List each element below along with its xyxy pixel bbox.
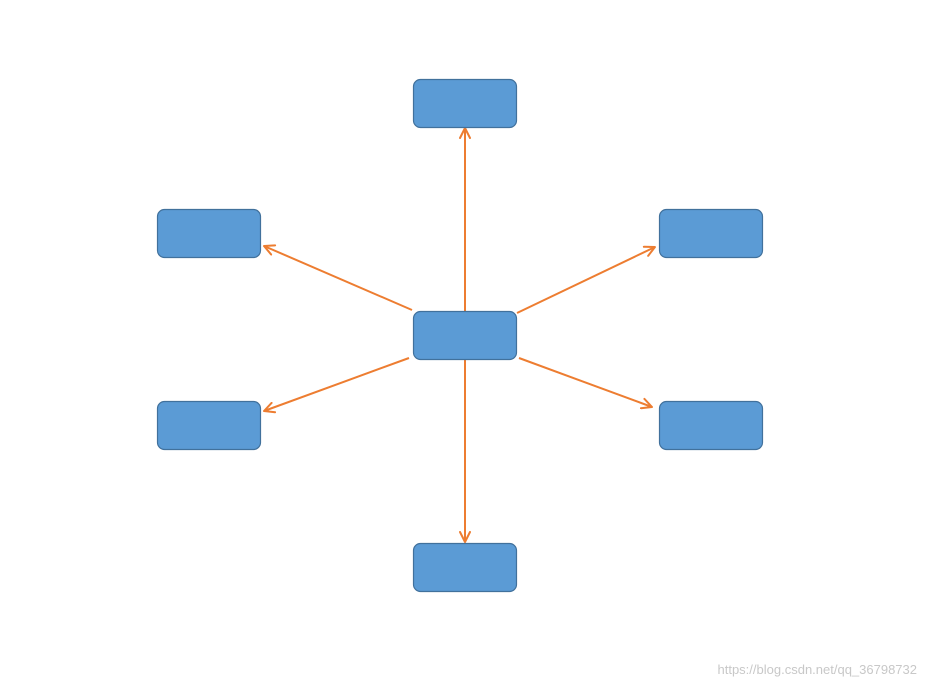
node-box (658, 208, 764, 259)
edges-layer (263, 127, 656, 543)
node-bottom (412, 542, 518, 593)
node-box (658, 400, 764, 451)
arrow-center-to-lower-left (263, 357, 410, 414)
nodes-layer (156, 78, 764, 593)
node-box (156, 400, 262, 451)
node-box (412, 542, 518, 593)
node-top (412, 78, 518, 129)
node-center (412, 310, 518, 361)
node-upper-right (658, 208, 764, 259)
node-lower-left (156, 400, 262, 451)
arrow-center-to-lower-right (518, 357, 653, 410)
node-lower-right (658, 400, 764, 451)
arrow-center-to-upper-left (263, 244, 413, 311)
arrow-center-to-upper-right (516, 245, 656, 314)
node-upper-left (156, 208, 262, 259)
watermark: https://blog.csdn.net/qq_36798732 (717, 662, 918, 677)
node-box (156, 208, 262, 259)
node-box (412, 78, 518, 129)
node-box (412, 310, 518, 361)
